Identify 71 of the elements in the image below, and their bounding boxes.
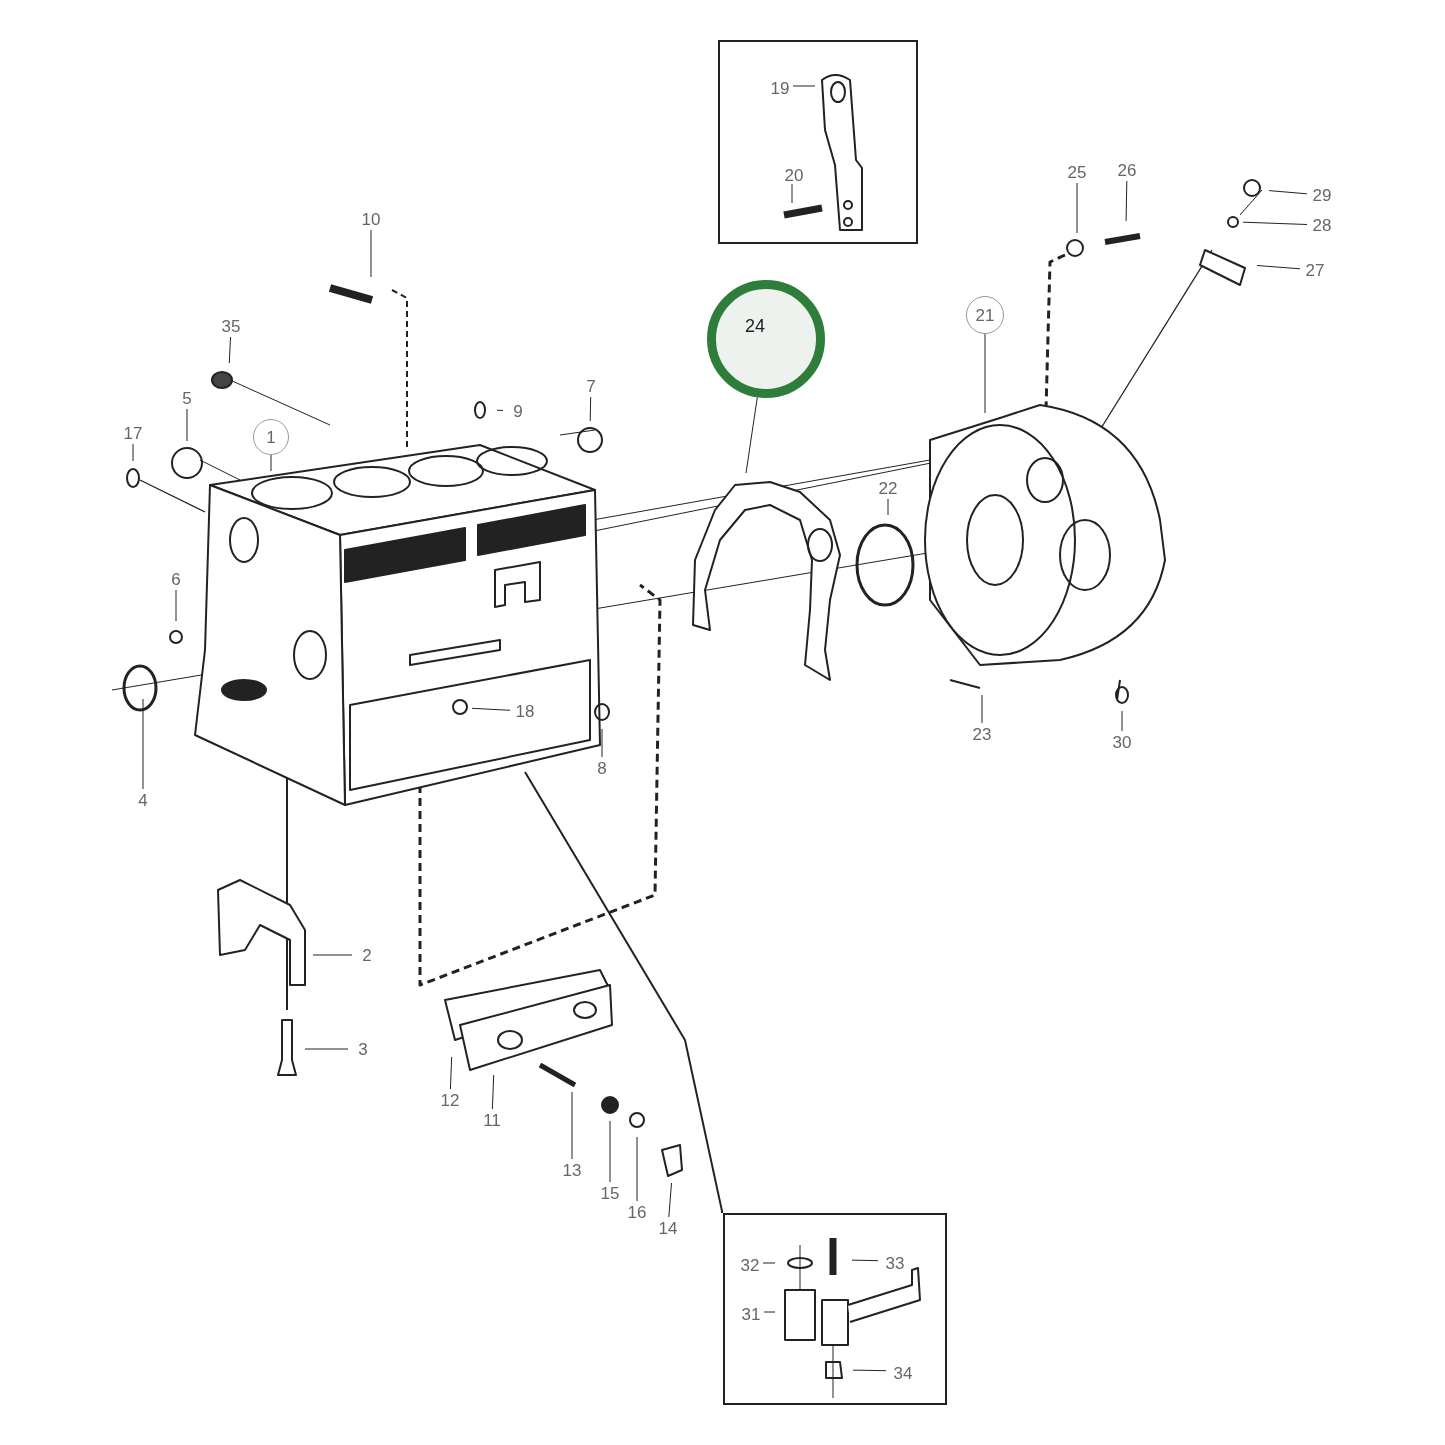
leader-line <box>471 707 511 711</box>
callout-number: 31 <box>736 1303 766 1325</box>
callout-number: 10 <box>356 208 386 230</box>
leader-line <box>270 454 272 472</box>
leader-line <box>763 1311 776 1313</box>
callout-number: 34 <box>888 1362 918 1384</box>
leader-line <box>636 1136 638 1202</box>
leader-line <box>186 408 188 442</box>
callout-number: 3 <box>348 1038 378 1060</box>
leader-line <box>601 728 603 758</box>
callout-number: 4 <box>128 789 158 811</box>
callout-number: 6 <box>161 568 191 590</box>
leader-line <box>984 333 986 414</box>
leader-line <box>312 954 353 956</box>
callout-number: 32 <box>735 1254 765 1276</box>
leader-line <box>142 698 144 790</box>
leader-line <box>228 336 231 364</box>
callout-number: 29 <box>1307 184 1337 206</box>
leader-line <box>449 1056 453 1090</box>
callout-number: 15 <box>595 1182 625 1204</box>
leader-line <box>132 443 134 462</box>
callout-number: 23 <box>967 723 997 745</box>
callout-number: 12 <box>435 1089 465 1111</box>
callout-number: 27 <box>1300 259 1330 281</box>
leader-line <box>1268 190 1308 195</box>
callout-number: 11 <box>477 1109 507 1131</box>
inset-frame <box>718 40 918 244</box>
callout-number: 7 <box>576 375 606 397</box>
callout-number: 28 <box>1307 214 1337 236</box>
leader-line <box>1076 182 1078 234</box>
leader-line <box>589 396 592 422</box>
leader-line <box>887 498 889 516</box>
leader-line <box>1256 265 1301 270</box>
leader-line <box>1242 221 1308 225</box>
leader-line <box>304 1048 349 1050</box>
callout-number: 20 <box>779 164 809 186</box>
inset-frame <box>723 1213 947 1405</box>
connector-line <box>524 771 723 1214</box>
callout-number: 9 <box>503 400 533 422</box>
leader-line <box>851 1259 879 1262</box>
leader-line <box>852 1369 887 1372</box>
callout-number: 19 <box>765 77 795 99</box>
leader-line <box>791 183 793 204</box>
callout-number: 14 <box>653 1217 683 1239</box>
callout-number: 16 <box>622 1201 652 1223</box>
callout-number: 33 <box>880 1252 910 1274</box>
leader-line <box>981 694 983 724</box>
callout-number: 35 <box>216 315 246 337</box>
leader-line <box>491 1074 495 1110</box>
leader-line <box>175 589 177 622</box>
callout-number: 13 <box>557 1159 587 1181</box>
leader-line <box>370 229 372 278</box>
callout-number: 17 <box>118 422 148 444</box>
leader-line <box>571 1091 573 1160</box>
leader-line <box>668 1182 672 1218</box>
leader-line <box>1121 710 1123 732</box>
leader-line <box>745 396 758 474</box>
callout-number: 25 <box>1062 161 1092 183</box>
leader-line <box>496 409 504 411</box>
callout-number: 30 <box>1107 731 1137 753</box>
callout-number: 22 <box>873 477 903 499</box>
highlighted-callout-number: 24 <box>707 280 825 398</box>
callout-number: 2 <box>352 944 382 966</box>
callout-number: 8 <box>587 757 617 779</box>
leader-line <box>1125 180 1128 222</box>
callout-number: 18 <box>510 700 540 722</box>
callout-number: 26 <box>1112 159 1142 181</box>
leader-line <box>762 1262 776 1264</box>
leader-line <box>609 1120 611 1183</box>
callout-number: 5 <box>172 387 202 409</box>
leader-line <box>792 85 816 87</box>
